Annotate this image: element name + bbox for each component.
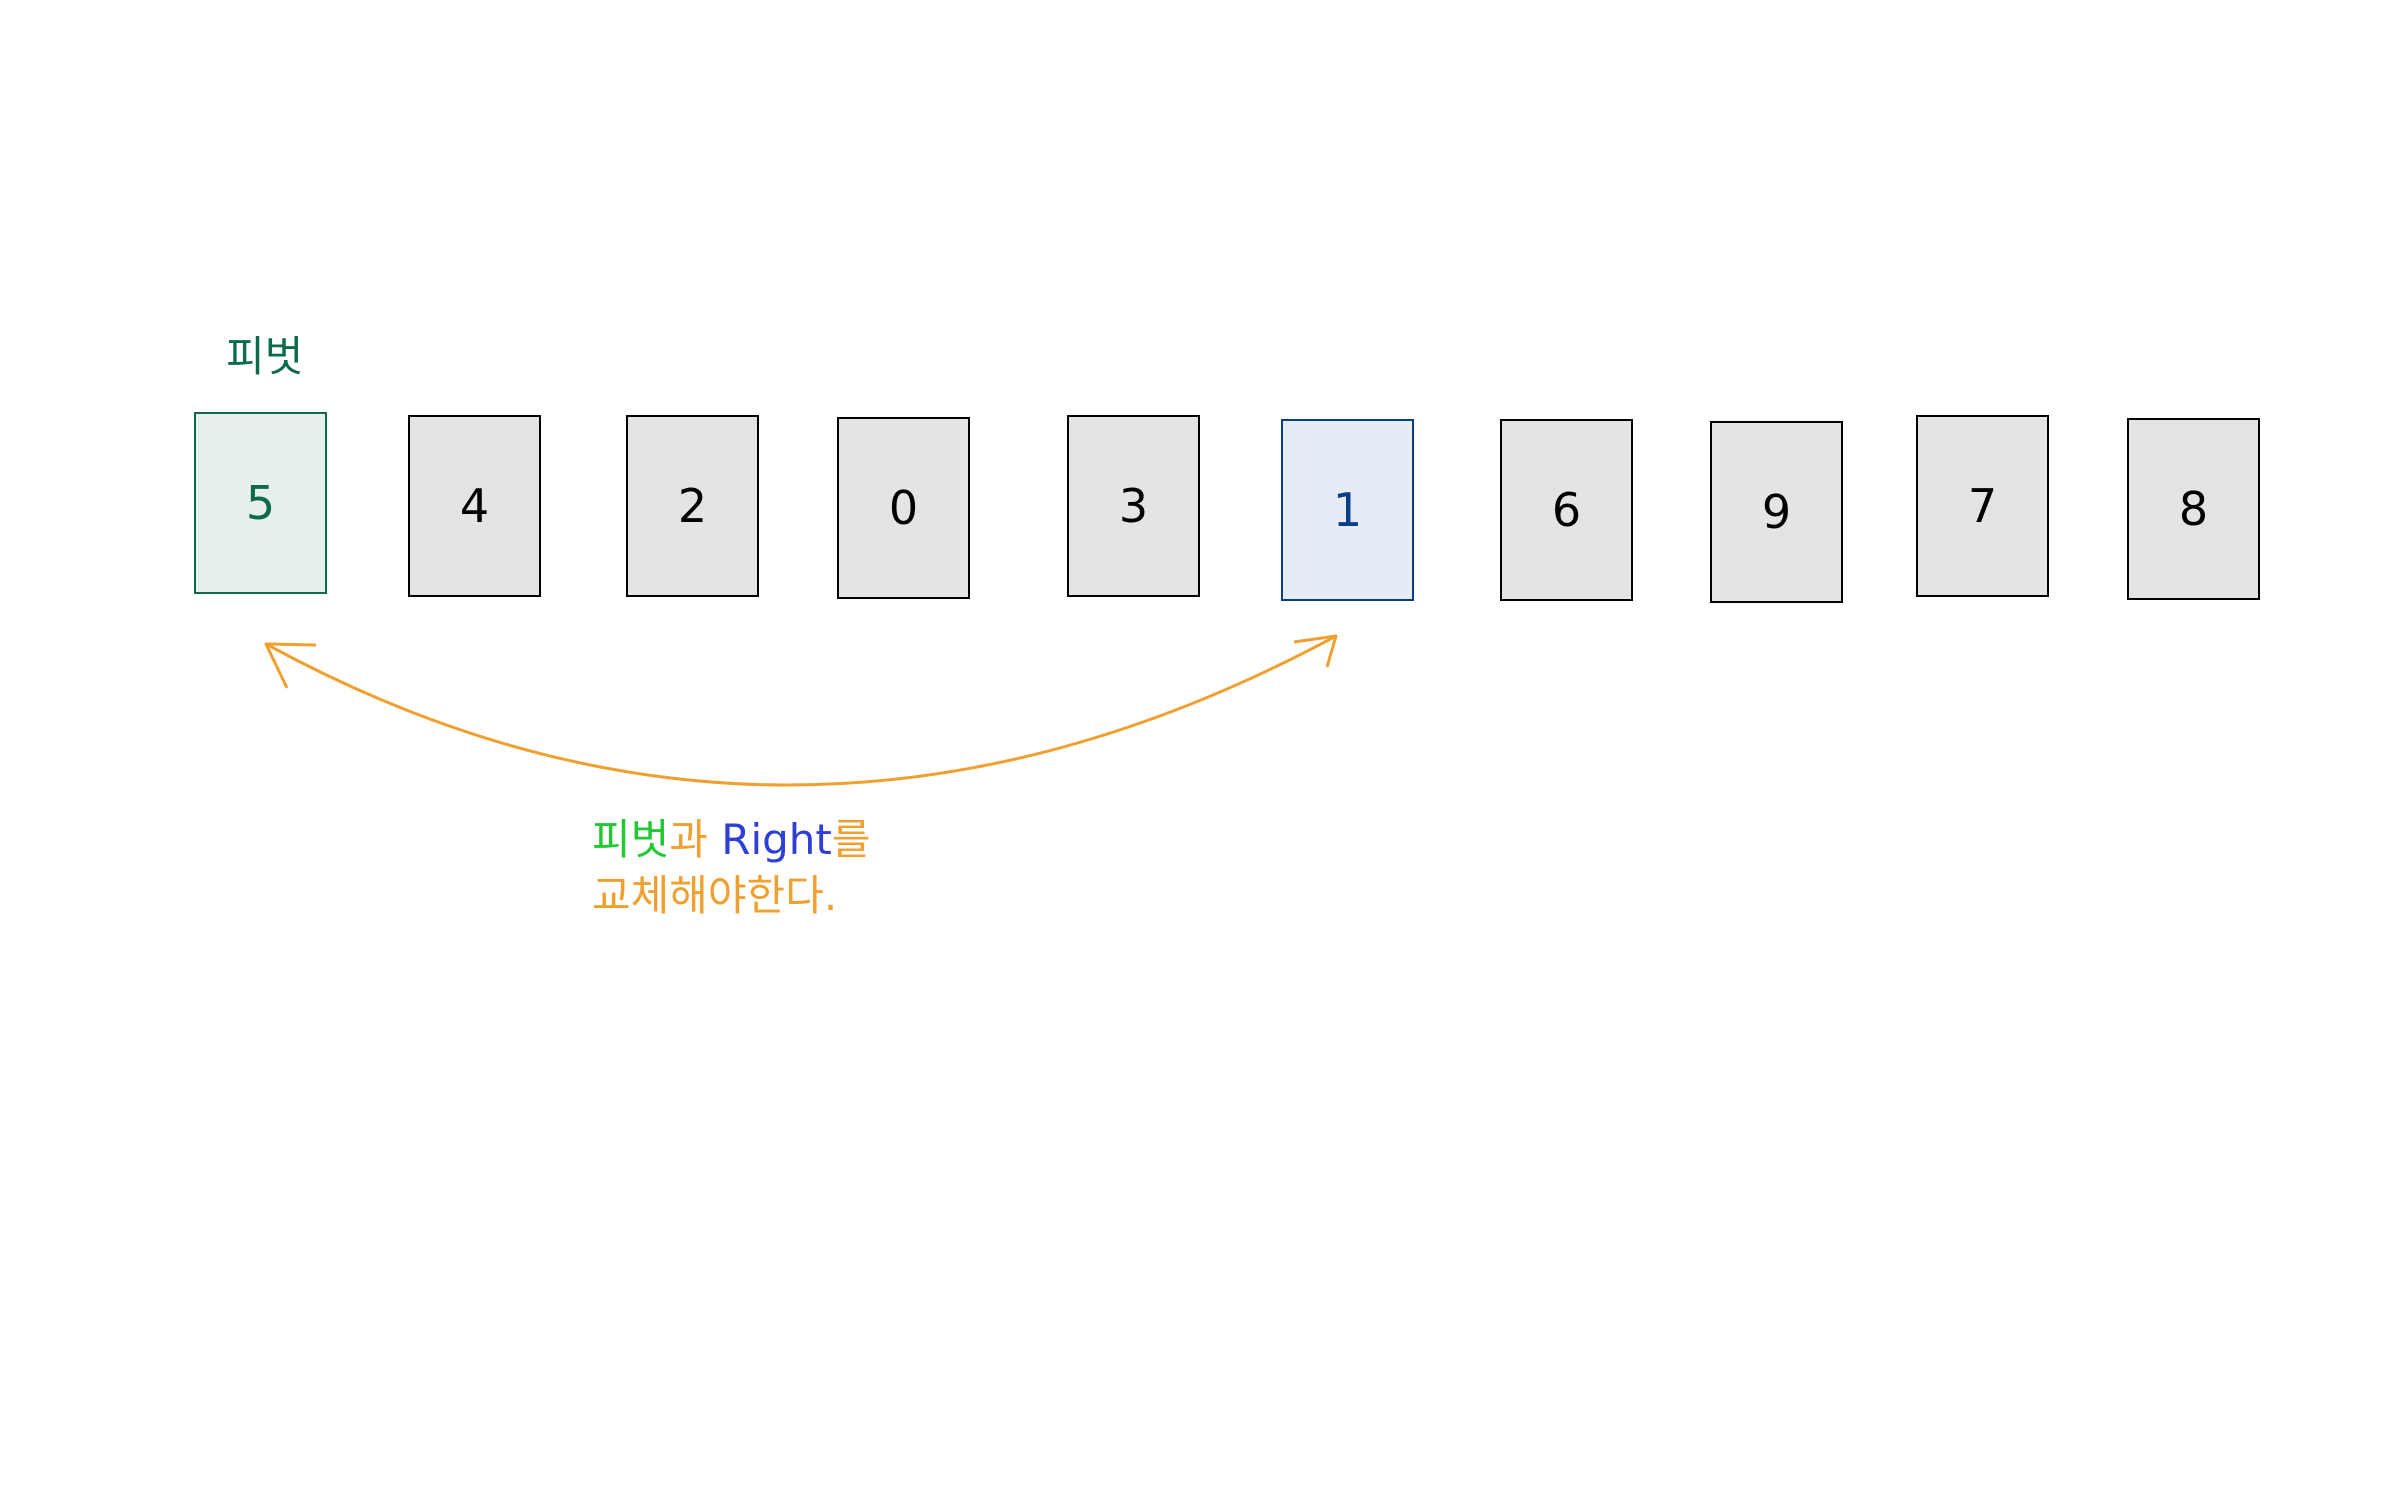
cell-value: 3	[1118, 479, 1149, 533]
note-line-2: 교체해야한다.	[592, 871, 838, 920]
swap-note: 피벗과 Right를 교체해야한다.	[592, 812, 871, 924]
array-cell: 8	[2127, 418, 2260, 600]
note-right-word: Right	[721, 815, 832, 864]
note-line-1: 피벗과 Right를	[592, 812, 871, 868]
array-cell: 6	[1500, 419, 1633, 601]
pivot-label: 피벗	[226, 332, 304, 381]
arrow-head-left	[264, 642, 317, 689]
cell-value: 7	[1967, 479, 1998, 533]
cell-value: 0	[888, 481, 919, 535]
cell-value: 2	[677, 479, 708, 533]
cell-value: 9	[1761, 485, 1792, 539]
array-cell: 4	[408, 415, 541, 597]
array-cell: 7	[1916, 415, 2049, 597]
cell-value: 5	[245, 476, 276, 530]
cell-value: 8	[2178, 482, 2209, 536]
array-cell-right: 1	[1281, 419, 1414, 601]
arrow-head-right	[1293, 634, 1338, 668]
note-connector: 과	[669, 815, 722, 864]
array-cell: 9	[1710, 421, 1843, 603]
cell-value: 1	[1332, 483, 1363, 537]
array-cell: 0	[837, 417, 970, 599]
cell-value: 4	[459, 479, 490, 533]
array-cell: 3	[1067, 415, 1200, 597]
swap-arrow-curve	[265, 634, 1337, 787]
note-pivot-word: 피벗	[592, 815, 670, 864]
cell-value: 6	[1551, 483, 1582, 537]
note-line1-suffix: 를	[831, 815, 871, 864]
array-cell-pivot: 5	[194, 412, 327, 594]
array-cell: 2	[626, 415, 759, 597]
